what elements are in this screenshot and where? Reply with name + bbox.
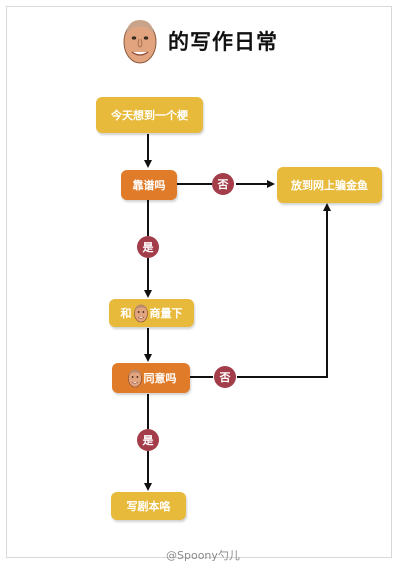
node-write: 写剧本咯 (111, 492, 186, 520)
node-agree: 同意吗 (112, 363, 190, 393)
node-discuss: 和 商量下 (109, 299, 194, 327)
decision-reliable-yes: 是 (137, 236, 159, 258)
agree-label: 同意吗 (143, 372, 177, 385)
outer-frame (6, 6, 392, 558)
node-reliable: 靠谱吗 (121, 170, 177, 200)
node-post-online: 放到网上骗金鱼 (277, 167, 382, 203)
decision-agree-no: 否 (214, 366, 236, 388)
face-icon (123, 20, 157, 64)
face-icon (133, 303, 149, 323)
connector-no-to-post-up (237, 203, 331, 378)
discuss-prefix: 和 (120, 307, 132, 320)
watermark: @Spoony勺儿 (166, 549, 240, 562)
discuss-suffix: 商量下 (149, 307, 183, 320)
face-icon (127, 368, 143, 388)
page-title: 的写作日常 (168, 30, 278, 54)
decision-agree-yes: 是 (137, 429, 159, 451)
decision-reliable-no: 否 (212, 173, 234, 195)
node-idea: 今天想到一个梗 (96, 97, 203, 133)
title-avatar (120, 16, 160, 66)
